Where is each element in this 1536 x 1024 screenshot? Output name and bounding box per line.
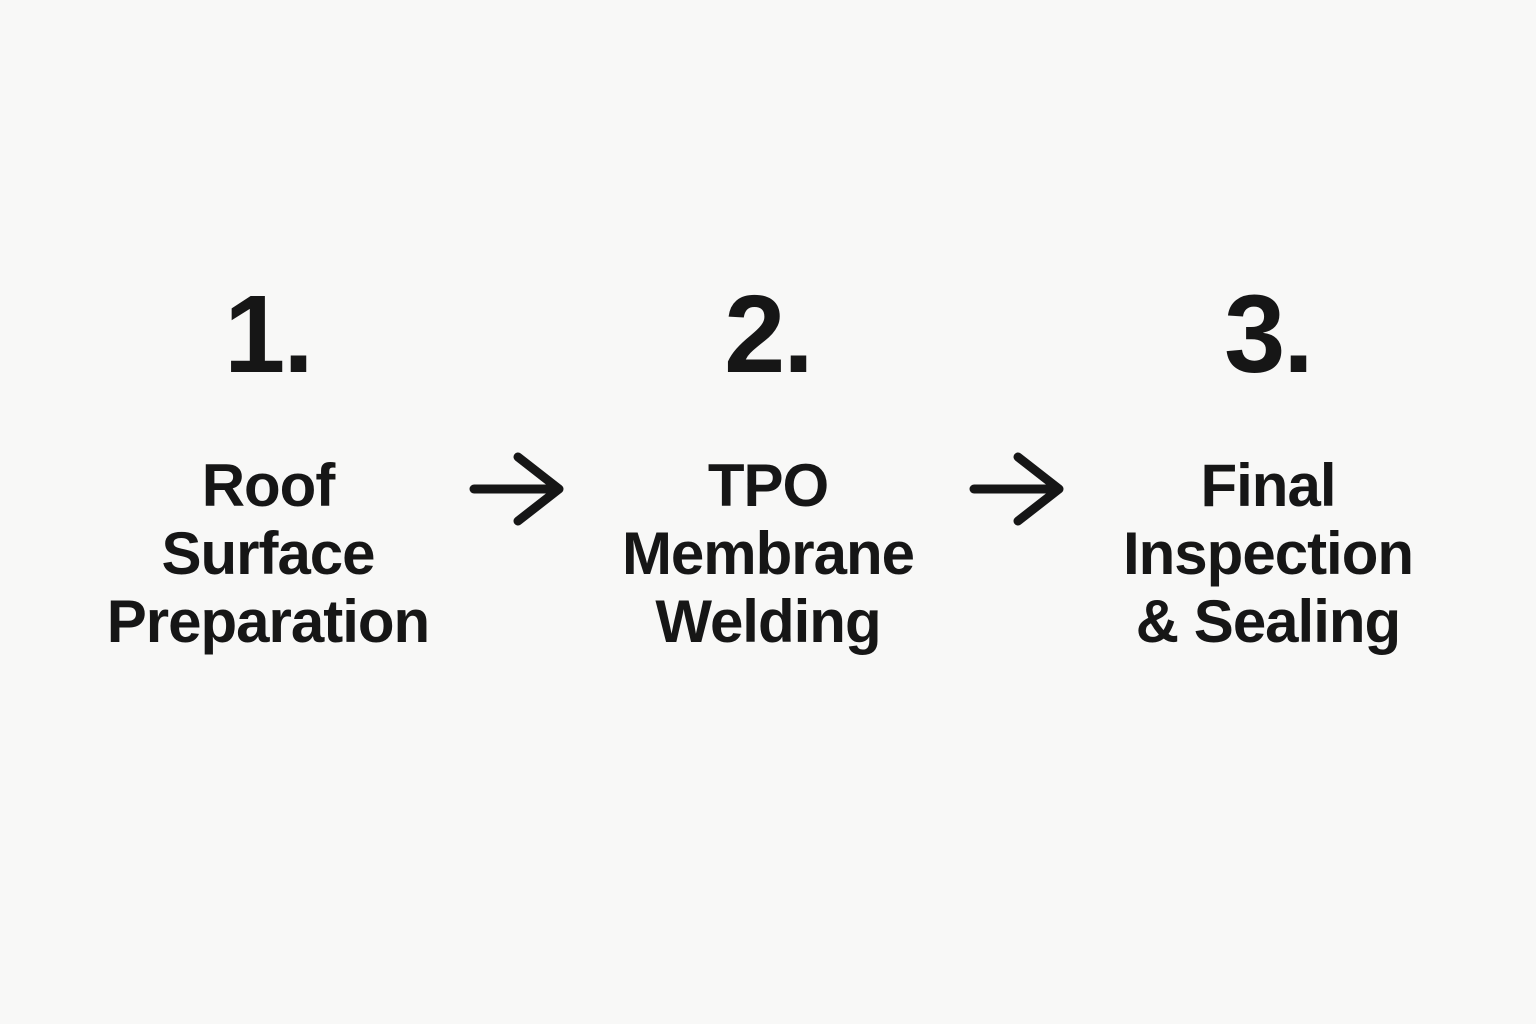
step-2-number: 2. bbox=[724, 273, 814, 396]
step-2-label: TPO Membrane Welding bbox=[621, 452, 915, 655]
step-3: 3. Final Inspection & Sealing bbox=[1088, 280, 1448, 655]
step-1-number: 1. bbox=[224, 273, 314, 396]
step-3-label: Final Inspection & Sealing bbox=[1122, 452, 1414, 655]
step-1-label: Roof Surface Preparation bbox=[106, 452, 430, 655]
arrow-right-icon-2 bbox=[968, 449, 1068, 529]
step-2: 2. TPO Membrane Welding bbox=[588, 280, 948, 655]
process-flow-diagram: 1. Roof Surface Preparation 2. TPO Membr… bbox=[0, 280, 1536, 655]
step-3-number: 3. bbox=[1224, 273, 1314, 396]
arrow-right-icon-1 bbox=[468, 449, 568, 529]
step-1: 1. Roof Surface Preparation bbox=[88, 280, 448, 655]
